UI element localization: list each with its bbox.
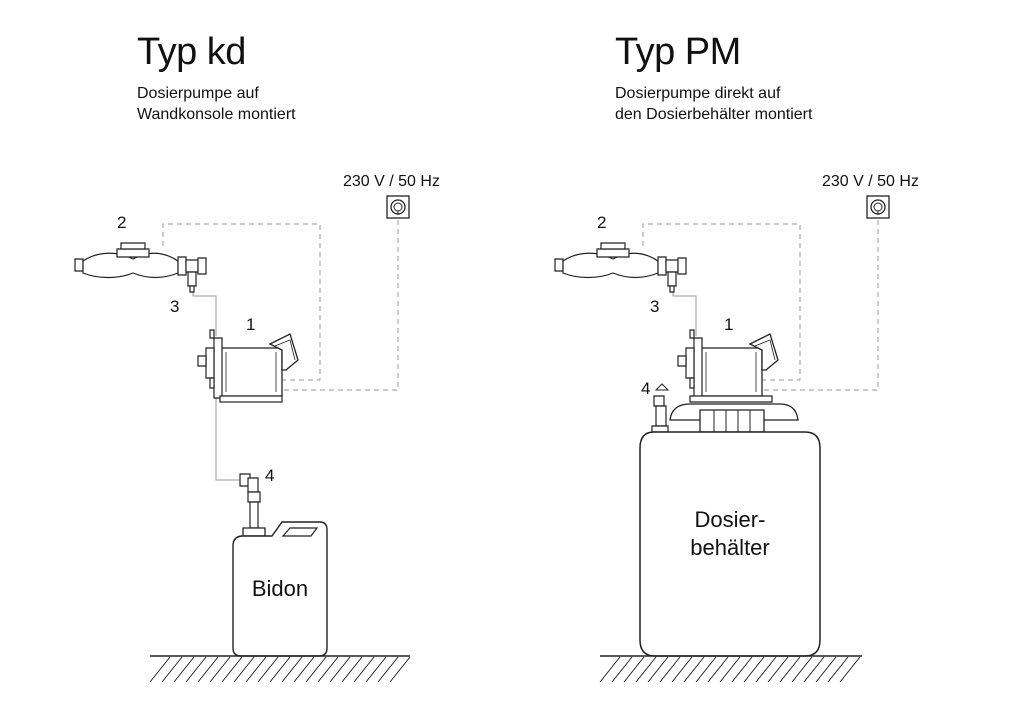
right-dosing-pump [677,329,779,399]
left-subtitle-line2: Wandkonsole montiert [137,106,296,123]
left-label-3: 3 [170,297,180,316]
left-hose-bottom [215,398,244,481]
right-subtitle-line1: Dosierpumpe direkt auf [615,85,781,102]
left-suction-fitting [239,473,261,529]
right-tank-label: Dosier- behälter [640,506,820,562]
left-diagram [74,195,411,683]
left-power-label: 230 V / 50 Hz [343,173,440,190]
right-tank-label-line1: Dosier- [694,507,766,532]
right-ground [599,655,862,683]
left-label-2: 2 [117,213,127,232]
left-power-line [282,220,399,391]
left-tank-label: Bidon [251,576,309,601]
left-title: Typ kd [137,31,246,73]
left-hose-top [192,288,217,336]
right-power-outlet-icon [866,195,890,219]
right-label-3: 3 [650,297,660,316]
right-power-line [762,220,879,391]
right-water-meter [554,242,687,293]
right-tank-label-line2: behälter [690,535,770,560]
right-label-2: 2 [597,213,607,232]
right-title: Typ PM [615,31,741,73]
right-tank [639,383,821,657]
left-label-4: 4 [265,466,275,485]
right-hose-top [672,288,697,336]
left-label-1: 1 [246,315,256,334]
left-dosing-pump [197,329,299,399]
right-subtitle-line2: den Dosierbehälter montiert [615,106,813,123]
left-subtitle-line1: Dosierpumpe auf [137,85,259,102]
right-label-1: 1 [724,315,734,334]
left-canister [232,521,328,657]
left-ground [149,655,411,683]
left-power-outlet-icon [386,195,410,219]
right-diagram [554,195,890,683]
left-water-meter [74,242,207,293]
left-wall-bracket [219,395,283,403]
right-label-4: 4 [641,379,651,398]
right-power-label: 230 V / 50 Hz [822,173,919,190]
